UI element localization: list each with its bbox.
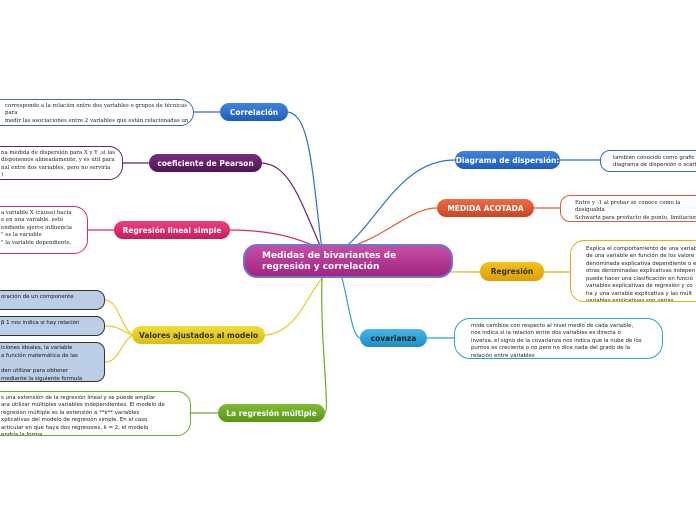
note-regresion-text: Explica el comportamiento de una variab … <box>586 246 696 302</box>
link-correlacion <box>287 111 323 251</box>
note-covarianza-text: mide cambios con respecto al nivel medio… <box>471 323 642 359</box>
topic-multiple-label: La regresión múltiple <box>226 408 317 418</box>
note-covarianza[interactable]: mide cambios con respecto al nivel medio… <box>454 318 663 359</box>
topic-regresion[interactable]: Regresión <box>480 262 544 281</box>
note-pearson-text: na medida de dispersión para X y Y ,si l… <box>1 150 116 179</box>
note-pearson[interactable]: na medida de dispersión para X y Y ,si l… <box>0 146 123 180</box>
note-multiple-text: s una extensión de la regresión lineal y… <box>1 395 165 436</box>
valores-item-3[interactable]: iciones ideales, la variable a función m… <box>0 342 105 382</box>
note-diagrama[interactable]: también conocido como grafic diagrama de… <box>600 150 696 172</box>
topic-medida[interactable]: MEDIDA ACOTADA <box>437 199 534 217</box>
note-medida[interactable]: Entre y -1 al probar se conoce como la d… <box>560 195 696 222</box>
note-correlacion[interactable]: corresponde a la relación entre dos vari… <box>0 99 194 126</box>
topic-pearson-label: coeficiente de Pearson <box>157 158 254 168</box>
topic-pearson[interactable]: coeficiente de Pearson <box>149 154 262 172</box>
note-regresion[interactable]: Explica el comportamiento de una variab … <box>570 240 696 302</box>
link-note-valores-1 <box>104 299 133 336</box>
note-correlacion-text: corresponde a la relación entre dos vari… <box>5 103 189 124</box>
link-note-valores-2 <box>104 325 133 336</box>
link-covarianza <box>341 277 361 339</box>
link-valores <box>264 277 323 336</box>
valores-item-1[interactable]: oración de un componente <box>0 290 105 310</box>
topic-regresion-lineal[interactable]: Regresión lineal simple <box>114 221 230 239</box>
note-diagrama-text: también conocido como grafic diagrama de… <box>613 155 696 169</box>
topic-medida-label: MEDIDA ACOTADA <box>447 203 524 213</box>
link-multiple <box>321 277 327 414</box>
topic-regresion-lineal-label: Regresión lineal simple <box>122 225 222 235</box>
valores-item-2-text: β 1 nos indica si hay relación <box>1 320 80 326</box>
note-regresion-lineal[interactable]: a variable X (causa) hacia e en una vari… <box>0 206 88 254</box>
topic-valores-label: Valores ajustados al modelo <box>138 330 259 340</box>
link-pearson <box>261 162 323 251</box>
topic-valores[interactable]: Valores ajustados al modelo <box>132 326 265 344</box>
topic-covarianza-label: covarianza <box>370 333 417 343</box>
link-diagrama <box>341 159 456 251</box>
valores-item-1-text: oración de un componente <box>1 294 74 300</box>
topic-diagrama[interactable]: Diagrama de dispersión: <box>455 151 560 169</box>
central-topic[interactable]: Medidas de bivariantes de regresión y co… <box>243 244 453 278</box>
note-multiple[interactable]: s una extensión de la regresión lineal y… <box>0 391 191 436</box>
topic-diagrama-label: Diagrama de dispersión: <box>455 155 560 165</box>
topic-correlacion-label: Correlación <box>229 107 279 117</box>
topic-regresion-label: Regresión <box>490 267 534 276</box>
valores-item-3-text: iciones ideales, la variable a función m… <box>1 345 83 382</box>
link-note-valores-3 <box>104 334 133 363</box>
topic-covarianza[interactable]: covarianza <box>360 329 427 347</box>
topic-correlacion[interactable]: Correlación <box>220 103 288 121</box>
valores-item-2[interactable]: β 1 nos indica si hay relación <box>0 316 105 336</box>
note-medida-text: Entre y -1 al probar se conoce como la d… <box>575 200 696 221</box>
note-regresion-lineal-text: a variable X (causa) hacia e en una vari… <box>1 210 73 246</box>
central-topic-title: Medidas de bivariantes de regresión y co… <box>262 251 397 273</box>
topic-multiple[interactable]: La regresión múltiple <box>218 404 325 422</box>
